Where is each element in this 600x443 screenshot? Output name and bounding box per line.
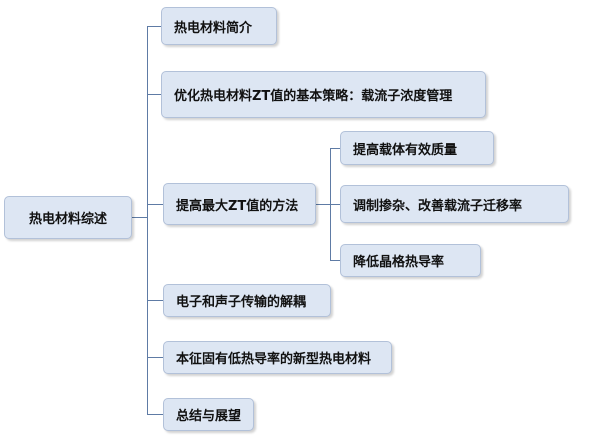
sub-branch-effective-mass[interactable]: 提高载体有效质量 bbox=[340, 131, 494, 165]
branch-zt-basic-strategy[interactable]: 优化热电材料ZT值的基本策略：载流子浓度管理 bbox=[161, 71, 486, 118]
branch-max-zt-methods[interactable]: 提高最大ZT值的方法 bbox=[163, 183, 316, 225]
branch-intrinsic-low-conductivity[interactable]: 本征固有低热导率的新型热电材料 bbox=[163, 341, 392, 374]
sub-branch-lattice-thermal-conductivity[interactable]: 降低晶格热导率 bbox=[340, 244, 481, 277]
root-node[interactable]: 热电材料综述 bbox=[4, 196, 132, 239]
branch-thermoelectric-intro[interactable]: 热电材料简介 bbox=[161, 7, 277, 45]
sub-branch-modulation-doping[interactable]: 调制掺杂、改善载流子迁移率 bbox=[340, 185, 569, 223]
branch-electron-phonon-decoupling[interactable]: 电子和声子传输的解耦 bbox=[163, 284, 331, 317]
branch-summary-outlook[interactable]: 总结与展望 bbox=[163, 398, 254, 431]
